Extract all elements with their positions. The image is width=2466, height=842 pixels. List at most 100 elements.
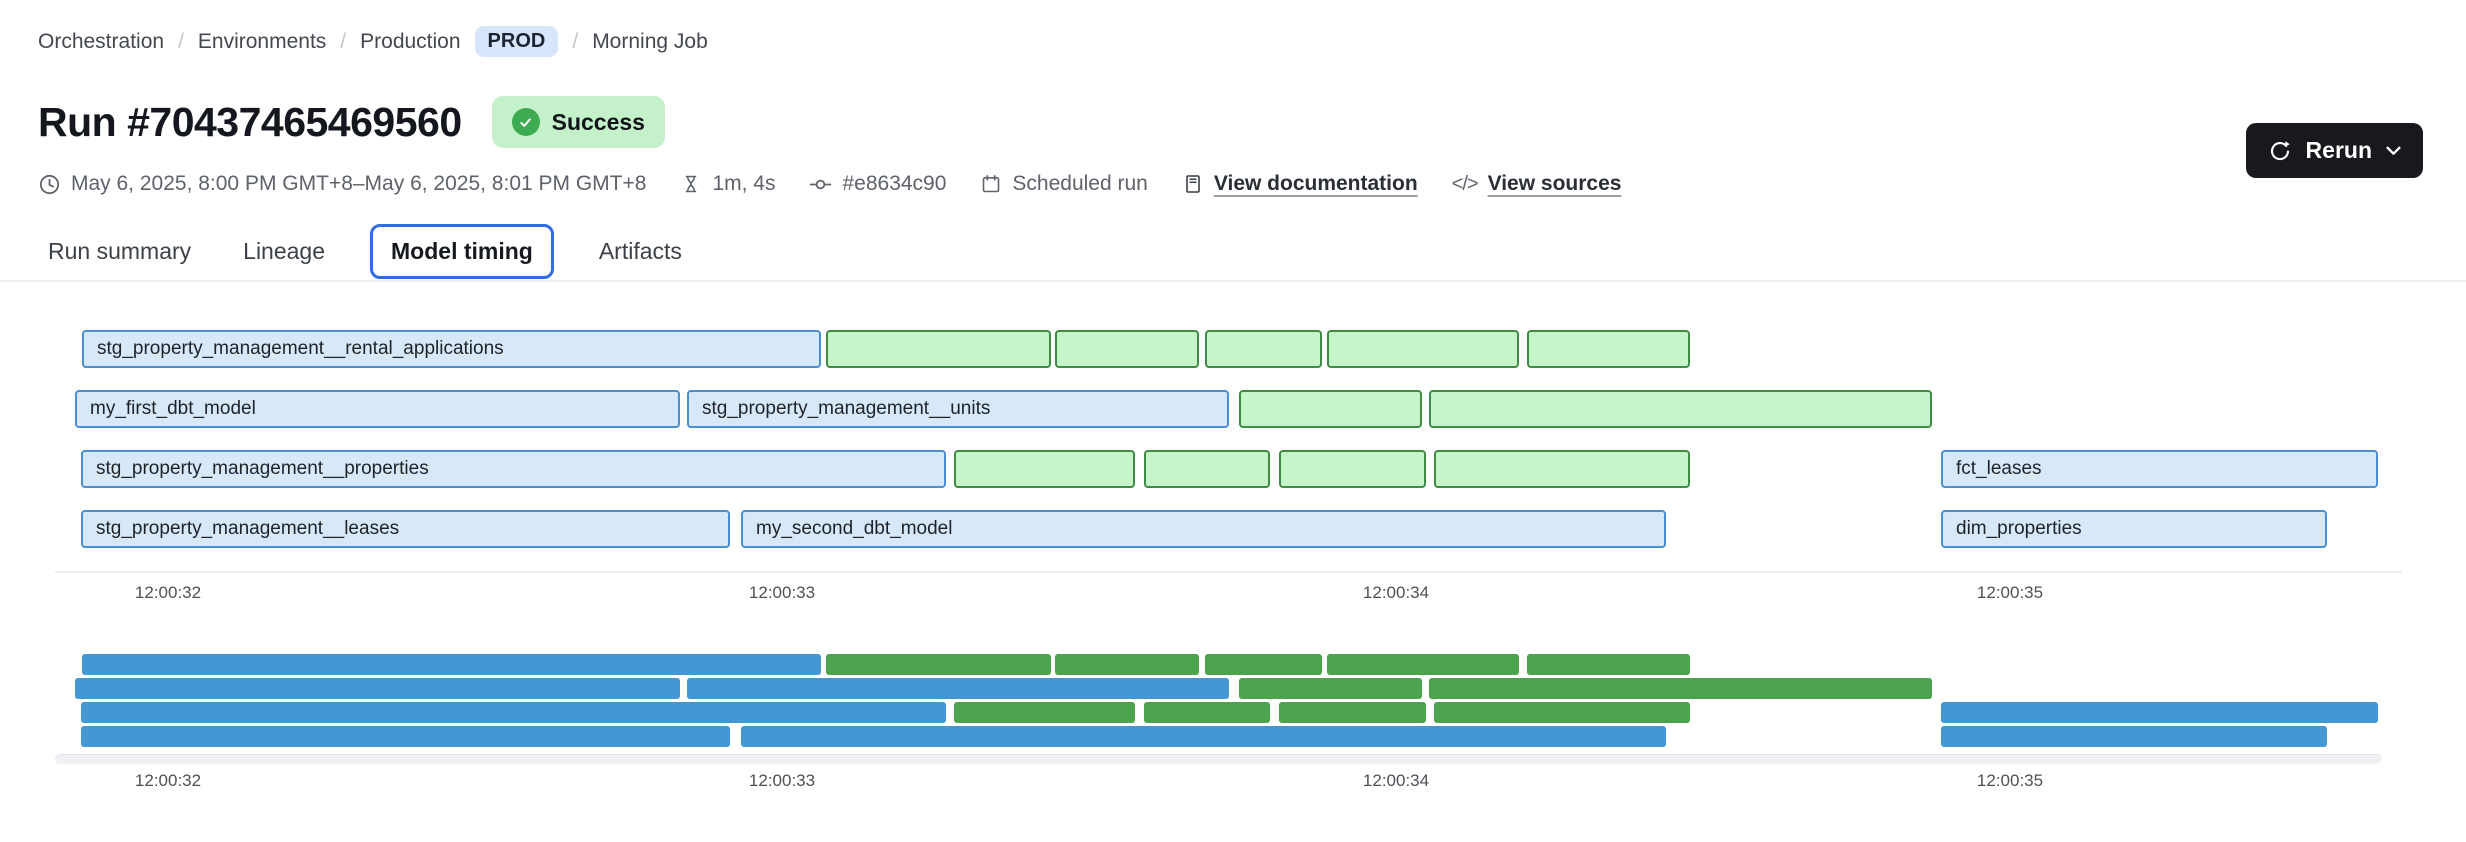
gantt-bar[interactable] (1327, 330, 1519, 368)
gantt-bar[interactable] (1239, 390, 1422, 428)
gantt-bar-fct_leases[interactable] (1941, 702, 2378, 723)
success-check-icon (511, 108, 540, 136)
tab-run-summary[interactable]: Run summary (48, 237, 192, 264)
axis-tick-label: 12:00:34 (1362, 583, 1430, 602)
breadcrumb-orchestration[interactable]: Orchestration (38, 29, 165, 53)
gantt-bar-label: my_second_dbt_model (756, 518, 953, 539)
rerun-button[interactable]: Rerun (2245, 123, 2423, 178)
meta-commit: #e8634c90 (809, 172, 946, 196)
gantt-bar-my_first_dbt_model[interactable] (75, 678, 680, 699)
gantt-bar[interactable] (1527, 330, 1690, 368)
meta-documentation: View documentation (1182, 172, 1418, 196)
gantt-bar-label: my_first_dbt_model (90, 398, 256, 419)
gantt-bar[interactable] (1434, 450, 1690, 488)
run-tabs: Run summary Lineage Model timing Artifac… (45, 222, 685, 280)
gantt-bar-my_second_dbt_model[interactable] (741, 726, 1666, 747)
document-icon (1186, 175, 1200, 193)
trigger-type: Scheduled run (1012, 172, 1148, 195)
gantt-bar[interactable] (826, 330, 1051, 368)
gantt-bar[interactable] (1144, 702, 1270, 723)
gantt-bar-dim_properties[interactable]: dim_properties (1941, 510, 2327, 548)
gantt-bar[interactable] (1434, 702, 1690, 723)
breadcrumb-separator: / (572, 29, 579, 53)
gantt-bar[interactable] (1205, 330, 1322, 368)
gantt-bar-fct_leases[interactable]: fct_leases (1941, 450, 2378, 488)
axis-tick-label: 12:00:32 (134, 771, 202, 790)
refresh-icon (2270, 140, 2290, 160)
code-icon: </> (1451, 172, 1479, 195)
breadcrumb-morning-job[interactable]: Morning Job (592, 29, 708, 53)
gantt-bar-stg_property_management__units[interactable] (687, 678, 1229, 699)
hourglass-icon (686, 175, 697, 193)
gantt-bar-stg_property_management__rental_applications[interactable] (82, 654, 821, 675)
meta-duration: 1m, 4s (680, 172, 775, 196)
commit-hash: #e8634c90 (842, 172, 947, 195)
chevron-down-icon (2386, 146, 2401, 155)
tabs-divider (0, 280, 2466, 282)
gantt-bar[interactable] (1527, 654, 1690, 675)
axis-tick-label: 12:00:33 (748, 771, 816, 790)
rerun-button-label: Rerun (2305, 137, 2372, 163)
gantt-axis-line (55, 571, 2402, 573)
gantt-bar[interactable] (826, 654, 1051, 675)
gantt-bar-dim_properties[interactable] (1941, 726, 2327, 747)
tab-lineage[interactable]: Lineage (243, 237, 326, 264)
gantt-bar[interactable] (1279, 702, 1426, 723)
run-time-range: May 6, 2025, 8:00 PM GMT+8–May 6, 2025, … (71, 172, 647, 195)
breadcrumb-separator: / (178, 29, 184, 53)
breadcrumb-production[interactable]: Production (360, 29, 461, 53)
meta-time-range: May 6, 2025, 8:00 PM GMT+8–May 6, 2025, … (38, 172, 646, 196)
meta-trigger: Scheduled run (980, 172, 1148, 196)
gantt-bar-stg_property_management__properties[interactable]: stg_property_management__properties (81, 450, 946, 488)
tab-model-timing[interactable]: Model timing (370, 223, 554, 279)
clock-icon (39, 174, 60, 194)
gantt-bar[interactable] (1205, 654, 1322, 675)
gantt-bar-stg_property_management__leases[interactable] (81, 726, 730, 747)
view-sources-link[interactable]: View sources (1487, 172, 1622, 195)
status-badge: Success (491, 96, 665, 148)
gantt-bar-stg_property_management__properties[interactable] (81, 702, 946, 723)
meta-sources: </> View sources (1452, 172, 1622, 196)
breadcrumb: Orchestration / Environments / Productio… (38, 26, 708, 57)
calendar-icon (983, 174, 1000, 193)
title-row: Run #70437465469560 Success (38, 96, 665, 148)
gantt-bar-label: dim_properties (1956, 518, 2082, 539)
gantt-bar[interactable] (1239, 678, 1422, 699)
axis-tick-label: 12:00:35 (1976, 771, 2044, 790)
gantt-bar-label: stg_property_management__rental_applicat… (97, 338, 504, 359)
gantt-bar[interactable] (1279, 450, 1426, 488)
env-badge-prod: PROD (474, 26, 559, 57)
commit-icon (810, 179, 832, 189)
run-duration: 1m, 4s (712, 172, 776, 195)
gantt-bar[interactable] (1429, 390, 1932, 428)
axis-tick-label: 12:00:33 (748, 583, 816, 602)
breadcrumb-separator: / (340, 29, 347, 53)
gantt-bar[interactable] (1055, 330, 1199, 368)
page-title: Run #70437465469560 (38, 98, 462, 145)
gantt-bar-label: fct_leases (1956, 458, 2042, 479)
view-documentation-link[interactable]: View documentation (1213, 172, 1418, 195)
gantt-bar[interactable] (1055, 654, 1199, 675)
axis-tick-label: 12:00:34 (1362, 771, 1430, 790)
gantt-bar-my_first_dbt_model[interactable]: my_first_dbt_model (75, 390, 680, 428)
gantt-bar[interactable] (1327, 654, 1519, 675)
gantt-bar[interactable] (954, 702, 1135, 723)
minimap-scroll-track[interactable] (55, 754, 2382, 764)
tab-artifacts[interactable]: Artifacts (598, 237, 682, 264)
gantt-bar-my_second_dbt_model[interactable]: my_second_dbt_model (741, 510, 1666, 548)
gantt-bar[interactable] (954, 450, 1135, 488)
axis-tick-label: 12:00:35 (1976, 583, 2044, 602)
gantt-bar[interactable] (1429, 678, 1932, 699)
gantt-bar-stg_property_management__units[interactable]: stg_property_management__units (687, 390, 1229, 428)
gantt-bar-stg_property_management__rental_applications[interactable]: stg_property_management__rental_applicat… (82, 330, 821, 368)
breadcrumb-environments[interactable]: Environments (197, 29, 327, 53)
gantt-bar-label: stg_property_management__leases (96, 518, 400, 539)
gantt-bar-label: stg_property_management__units (702, 398, 991, 419)
axis-tick-label: 12:00:32 (134, 583, 202, 602)
gantt-bar[interactable] (1144, 450, 1270, 488)
gantt-bar-stg_property_management__leases[interactable]: stg_property_management__leases (81, 510, 730, 548)
run-meta-row: May 6, 2025, 8:00 PM GMT+8–May 6, 2025, … (38, 172, 1621, 196)
gantt-bar-label: stg_property_management__properties (96, 458, 429, 479)
